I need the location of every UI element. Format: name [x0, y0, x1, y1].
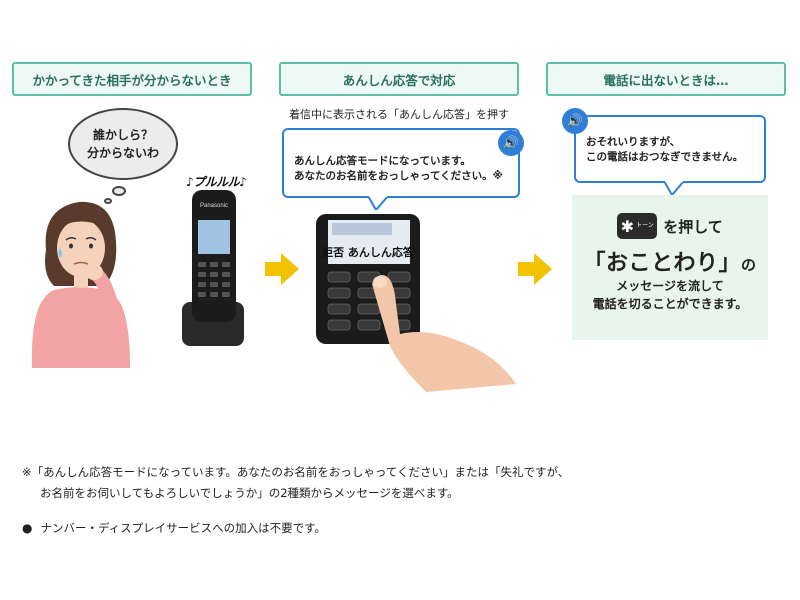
- thought-dot: [104, 198, 112, 204]
- header-not-answering: 電話に出ないときは…: [546, 62, 786, 96]
- arrow-right-icon: [518, 253, 552, 285]
- speech2-line-2: この電話はおつなぎできません。: [586, 151, 744, 164]
- speech-bubble-anshin: あんしん応答モードになっています。 あなたのお名前をおっしゃってください。※: [282, 128, 520, 198]
- star-key-icon: ✱トーン: [617, 213, 658, 239]
- bullet-text: ナンバー・ディスプレイサービスへの加入は不要です。: [40, 521, 327, 535]
- thought-bubble: 誰かしら？ 分からないわ: [68, 108, 178, 180]
- bullet-icon: ●: [22, 521, 33, 535]
- decline-instructions-box: ✱トーン を押して 「おことわり」の メッセージを流して 電話を切ることができま…: [572, 195, 768, 340]
- footnote-line-2: お名前をお伺いしてもよろしいでしょうか」の2種類からメッセージを選べます。: [40, 485, 459, 500]
- speech1-line-2: あなたのお名前をおっしゃってください。※: [294, 170, 503, 183]
- thought-line-1: 誰かしら？: [92, 128, 153, 142]
- thought-dot: [112, 186, 126, 196]
- worried-woman-illustration: [31, 201, 130, 368]
- phone-brand: Panasonic: [200, 203, 228, 209]
- speaker-icon: 🔊: [498, 130, 524, 156]
- header-unknown-caller: かかってきた相手が分からないとき: [12, 62, 252, 96]
- speech1-line-1: あんしん応答モードになっています。: [294, 155, 471, 167]
- speech-tail: [368, 196, 388, 210]
- press-text: を押して: [663, 217, 723, 236]
- decline-title: 「おことわり」の: [583, 251, 757, 276]
- caption-press-anshin: 着信中に表示される「あんしん応答」を押す: [289, 108, 509, 121]
- speech2-line-1: おそれいりますが、: [586, 136, 681, 148]
- arrow-right-icon: [265, 253, 299, 285]
- phone-keypad-with-finger: 拒否 あんしん応答: [316, 214, 516, 392]
- bullet-note: ● ナンバー・ディスプレイサービスへの加入は不要です。: [22, 520, 326, 536]
- header-anshin-response: あんしん応答で対応: [279, 62, 519, 96]
- ringtone-label: ♪プルルル♪: [186, 175, 247, 189]
- speech-tail: [664, 181, 684, 195]
- footnote: ※「あんしん応答モードになっています。あなたのお名前をおっしゃってください」また…: [22, 462, 569, 503]
- decline-desc-1: メッセージを流して: [616, 279, 724, 293]
- phone-display-text: 拒否 あんしん応答: [322, 245, 415, 259]
- speech-bubble-decline: おそれいりますが、 この電話はおつなぎできません。: [574, 115, 766, 183]
- footnote-line-1: ※「あんしん応答モードになっています。あなたのお名前をおっしゃってください」また…: [22, 465, 570, 479]
- cordless-phone-illustration: Panasonic: [182, 190, 244, 346]
- speaker-icon: 🔊: [562, 108, 588, 134]
- thought-line-2: 分からないわ: [86, 146, 159, 160]
- decline-desc-2: 電話を切ることができます。: [592, 297, 748, 311]
